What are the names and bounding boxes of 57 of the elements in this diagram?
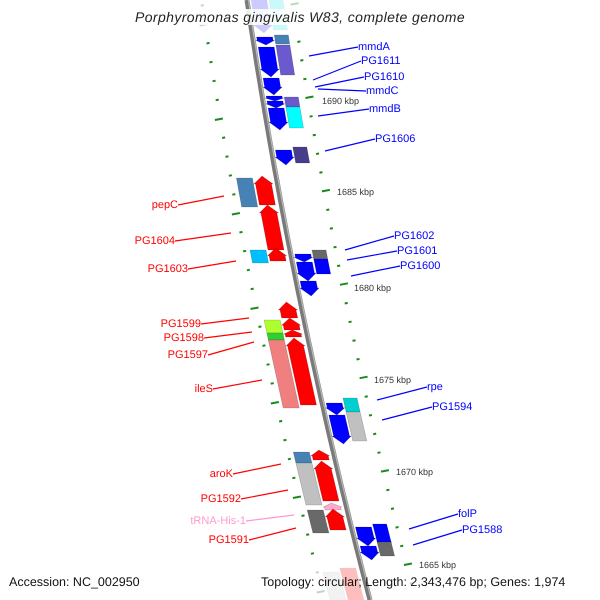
leader-line xyxy=(312,60,362,81)
scale-label: 1680 kbp xyxy=(354,283,392,294)
leader-line xyxy=(246,514,294,522)
leader-line xyxy=(208,341,254,356)
leader-line xyxy=(350,265,400,277)
leader-line xyxy=(324,138,376,152)
leader-line xyxy=(240,489,288,500)
leader-line xyxy=(318,88,366,92)
gene-label: PG1599 xyxy=(160,317,201,331)
gene-label: PG1591 xyxy=(208,533,249,547)
leader-line xyxy=(376,386,428,401)
scale-label: 1675 kbp xyxy=(374,375,412,386)
leader-line xyxy=(204,331,252,339)
gene-label: PG1598 xyxy=(164,331,204,345)
leader-line xyxy=(200,317,250,325)
leader-line xyxy=(344,235,394,251)
gene-label: mmdA xyxy=(358,40,390,54)
gene-label: tRNA-His-1 xyxy=(190,514,246,528)
leader-line xyxy=(314,76,364,88)
leader-line xyxy=(412,529,462,546)
leader-line xyxy=(174,232,232,242)
footer-text: Accession: NC_002950 xyxy=(9,574,140,590)
leader-line xyxy=(232,463,282,475)
gene-label: PG1611 xyxy=(361,54,401,68)
gene-label: PG1597 xyxy=(168,348,208,362)
gene-label: mmdB xyxy=(369,102,401,116)
gene-label: PG1592 xyxy=(200,492,241,506)
gene-label: PG1601 xyxy=(397,244,438,258)
gene-label: PG1602 xyxy=(394,229,434,243)
gene-label: folP xyxy=(458,507,477,521)
leader-line xyxy=(308,46,358,57)
gene-label: PG1606 xyxy=(375,132,416,146)
map-title: Porphyromonas gingivalis W83, complete genome xyxy=(132,9,468,25)
gene-label: PG1600 xyxy=(400,259,440,273)
gene-label: ileS xyxy=(194,382,213,396)
gene-label: mmdC xyxy=(366,84,398,98)
scale-label: 1665 kbp xyxy=(419,560,456,571)
gene-label: PG1610 xyxy=(364,70,404,84)
leader-line xyxy=(188,260,236,270)
gene-label: pepC xyxy=(152,198,178,212)
leader-line xyxy=(346,250,398,261)
gene-label: rpe xyxy=(427,380,443,394)
footer-text: Topology: circular; Length: 2,343,476 bp; Genes: 1,974 xyxy=(261,574,566,590)
gene-label: PG1594 xyxy=(432,400,472,414)
gene-label: PG1603 xyxy=(148,262,188,276)
scale-label: 1690 kbp xyxy=(322,96,360,107)
scale-label: 1670 kbp xyxy=(396,467,434,478)
leader-line xyxy=(408,513,458,530)
leader-line xyxy=(382,406,432,421)
gene-label: PG1588 xyxy=(462,523,502,537)
gene-label: aroK xyxy=(210,467,233,481)
leader-line xyxy=(318,108,370,117)
leader-line xyxy=(248,527,296,541)
gene-label: PG1604 xyxy=(134,234,175,248)
leader-line xyxy=(178,195,224,206)
scale-label: 1685 kbp xyxy=(337,187,374,198)
leader-line xyxy=(212,379,262,390)
